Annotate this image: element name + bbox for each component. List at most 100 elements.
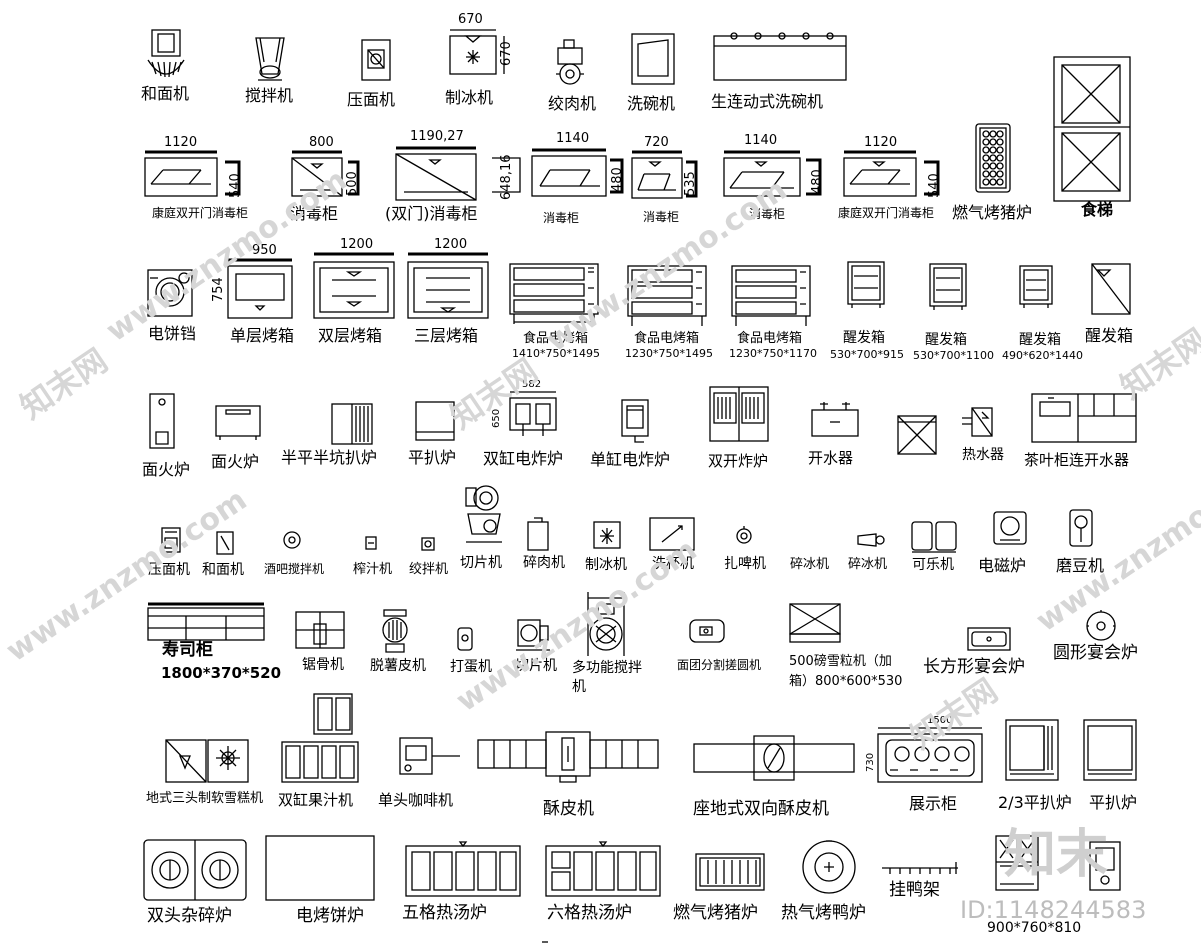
pastry-sheeter-symbol [476,728,660,784]
bain-marie5-symbol [404,840,522,898]
triple-oven-symbol [406,252,490,320]
label-ice-crusher2: 碎冰机 [848,557,888,572]
sterilizer-cabinet-6 [722,148,830,200]
slicer-symbol [462,484,506,550]
cab6-width: 1140 [744,133,778,148]
noodle-press-symbol [360,38,392,82]
floor-sheeter-symbol [692,734,856,782]
label-griddle: 平扒炉 [1089,793,1138,812]
cab7-height: 540 [927,173,942,198]
dumbwaiter-symbol [1052,55,1132,203]
gas-pig-roaster2-symbol [694,852,766,892]
rect-banquet-symbol [966,626,1012,652]
double-oven-width: 1200 [340,237,374,252]
label-conveyor-dishwasher: 生连动式洗碗机 [711,92,824,111]
proofer1-size: 530*700*915 [830,348,904,361]
label-multi-mixer-1: 多功能搅拌 [572,660,642,676]
proofer3-symbol [1018,264,1054,310]
proofer2-size: 530*700*1100 [913,349,994,362]
label-single-fryer: 单缸电炸炉 [590,450,671,469]
label-bar-mixer: 酒吧搅拌机 [264,562,325,576]
watermark-brand-1: 知末网 [13,341,115,427]
salamander2-symbol [214,402,262,440]
label-proofer2: 醒发箱 [925,332,967,348]
proofer1-symbol [846,260,886,310]
twin-fryer-symbol [708,385,770,443]
label-juicer: 榨汁机 [353,562,393,577]
ice-maker-height-dim: 670 [499,41,514,66]
label-cup-washer: 洗杯机 [652,556,694,572]
label-sushi-cabinet: 寿司柜 [162,640,213,660]
elec-oven2-size: 1230*750*1495 [625,347,713,360]
label-induction: 电磁炉 [978,556,1027,575]
label-cab2: 消毒柜 [290,204,339,223]
label-hot-air-duck: 热气烤鸭炉 [781,903,866,923]
egg-beater-symbol [456,626,474,652]
cab1-height: 540 [228,173,243,198]
bone-saw-symbol [294,610,346,650]
label-stirrer: 绞拌机 [409,562,449,577]
range-symbol [994,834,1040,892]
proofer4-symbol [1090,262,1132,316]
display-cab-height: 730 [865,752,876,772]
noodle-press2-symbol [160,526,182,554]
label-snow-ice-1: 500磅雪粒机（加 [789,654,892,669]
label-snow-ice-2: 箱）800*600*530 [789,674,903,689]
ice-maker-symbol [446,28,514,78]
cab1-width: 1120 [164,135,198,150]
cab5-height: 535 [683,171,698,196]
sterilizer-cabinet-1 [143,150,247,200]
meat-grinder-symbol [554,38,586,90]
label-noodle-press: 压面机 [347,90,396,109]
juicer-symbol [364,535,378,551]
mincer-symbol [526,516,550,552]
label-soft-serve: 地式三头制软雪糕机 [146,791,264,806]
elec-oven1-size: 1410*750*1495 [512,347,600,360]
cab7-width: 1120 [864,135,898,150]
label-beer-tap: 扎啤机 [724,556,766,572]
cab2-width: 800 [309,135,334,150]
label-water-heater: 热水器 [962,447,1004,463]
dough-divider-symbol [688,618,726,644]
label-noodle-press2: 压面机 [148,562,190,578]
label-stirring-machine: 搅拌机 [245,86,294,105]
double-fryer-width: 582 [522,379,542,390]
label-proofer1: 醒发箱 [843,330,885,346]
sterilizer-cabinet-7 [842,150,946,200]
label-multi-mixer-2: 机 [572,679,586,695]
label-triple-oven: 三层烤箱 [414,326,479,345]
label-elec-oven2: 食品电烤箱 [634,331,700,346]
label-coffee: 单头咖啡机 [378,791,454,809]
label-double-fryer: 双缸电炸炉 [483,449,564,468]
elec-oven2-symbol [626,264,708,328]
label-flat-griddle: 平扒炉 [408,448,457,467]
dough-mixer-symbol [146,28,186,80]
label-round-banquet: 圆形宴会炉 [1053,643,1138,663]
sterilizer-cabinet-4 [490,146,628,200]
sterilizer-cabinet-5 [630,148,702,202]
water-boiler-box-symbol [896,414,938,456]
beer-tap-symbol [734,524,754,544]
double-fryer-symbol [508,390,558,442]
duck-rack-symbol [880,858,960,878]
label-cola-machine: 可乐机 [912,557,954,573]
label-cab1: 康庭双开门消毒柜 [152,206,249,220]
gas-pig-roaster-symbol [974,122,1012,194]
water-heater-symbol [960,404,996,440]
flat-griddle-symbol [414,400,456,442]
label-gas-pig-roaster2: 燃气烤猪炉 [673,903,758,923]
label-rect-banquet: 长方形宴会炉 [923,657,1025,677]
bain-marie6-symbol [544,840,662,898]
label-double-chopper: 双头杂碎炉 [147,906,232,926]
label-ice-crusher1: 碎冰机 [790,557,830,572]
ice-maker-width-dim: 670 [458,12,483,27]
cup-washer-symbol [648,516,696,552]
coffee-symbol [396,736,462,780]
slicer2-symbol [514,616,552,654]
griddle-23-symbol [1004,718,1060,784]
cab6-height: 480 [810,169,825,194]
single-oven-symbol [224,258,296,320]
label-ice-maker: 制冰机 [445,88,494,107]
label-proofer3: 醒发箱 [1019,332,1061,348]
